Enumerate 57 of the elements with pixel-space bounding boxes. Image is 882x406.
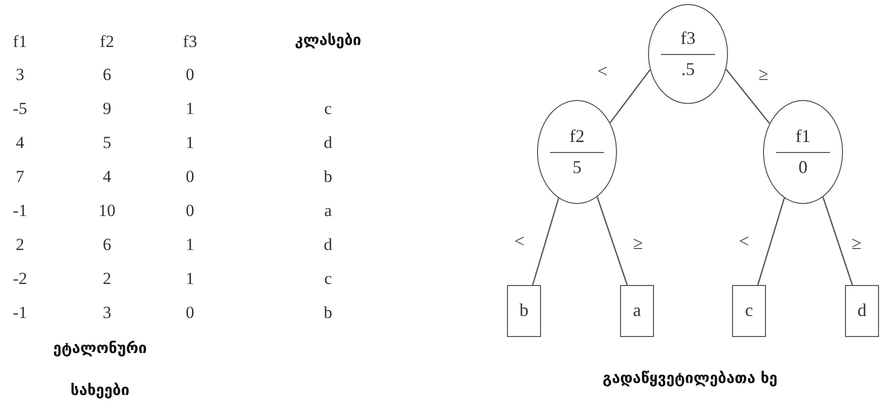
table-cell: 0 — [186, 66, 194, 83]
table-cell: 3 — [16, 66, 24, 83]
table-cell: 0 — [186, 304, 194, 321]
table-cell: 6 — [102, 66, 112, 83]
threshold-value: .5 — [681, 60, 695, 80]
column-header: f1 — [12, 33, 28, 50]
connector-line — [757, 198, 785, 286]
class-label: d — [858, 301, 866, 321]
table-cell: 4 — [16, 134, 24, 151]
leaf-box — [732, 285, 766, 337]
table-cell: 0 — [186, 168, 194, 185]
column-header: კლასები — [294, 33, 362, 48]
table-cell: d — [324, 134, 332, 151]
table-cell: 1 — [186, 270, 194, 287]
table-cell: 4 — [102, 168, 112, 185]
table-cell: -2 — [12, 270, 28, 287]
class-label: c — [745, 301, 753, 321]
threshold-value: 5 — [572, 158, 582, 178]
leaf-box — [845, 285, 879, 337]
table-cell: 1 — [186, 100, 194, 117]
table-cell: -1 — [12, 202, 28, 219]
table-cell: 7 — [16, 168, 24, 185]
table-cell: c — [324, 270, 332, 287]
table-cell: -1 — [12, 304, 28, 321]
connector-line — [596, 196, 628, 286]
table-caption: ეტალონური სახეები — [52, 338, 148, 401]
column-header: f2 — [100, 33, 114, 50]
table-cell: b — [324, 304, 332, 321]
threshold-value: 0 — [798, 158, 808, 178]
table-cell: 0 — [186, 202, 194, 219]
connector-line — [610, 69, 651, 124]
connector-line — [726, 68, 770, 124]
table-cell: 2 — [102, 270, 112, 287]
table-cell: a — [324, 202, 332, 219]
table-cell: 1 — [186, 134, 194, 151]
table-cell: 10 — [98, 202, 116, 219]
feature-name: f2 — [570, 126, 584, 146]
table-cell: 2 — [16, 236, 24, 253]
column-header: f3 — [182, 33, 198, 50]
table-cell: 3 — [102, 304, 112, 321]
table-cell: -5 — [12, 100, 28, 117]
table-cell: c — [324, 100, 332, 117]
connector-line — [532, 198, 560, 286]
feature-name: f3 — [680, 28, 696, 48]
leaf-box — [620, 285, 654, 337]
table-cell: 6 — [102, 236, 112, 253]
diagram-caption: გადაწყვეტილებათა ხე — [602, 371, 778, 386]
table-cell: 5 — [102, 134, 112, 151]
table-cell: d — [324, 236, 332, 253]
table-cell: b — [324, 168, 332, 185]
class-label: b — [520, 301, 528, 321]
leaf-box — [507, 285, 541, 337]
table-cell: 9 — [102, 100, 112, 117]
table-cell: 1 — [186, 236, 194, 253]
connector-line — [822, 196, 853, 286]
class-label: a — [633, 301, 641, 321]
feature-name: f1 — [796, 126, 810, 146]
